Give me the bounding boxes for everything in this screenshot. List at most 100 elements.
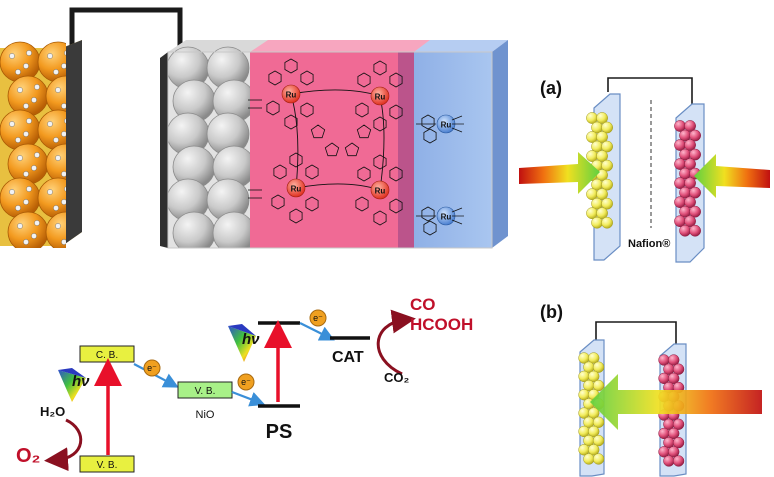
particle [689,186,701,199]
electron-1-label: e⁻ [147,363,157,373]
dopant-dot [55,155,61,161]
dopant-dot [23,171,29,177]
particle [684,120,696,132]
particle [596,150,608,162]
orange-particle [45,211,66,248]
particle [601,216,613,229]
dopant-dot [23,103,29,109]
particle [601,178,613,191]
ru-label: Ru [375,93,386,102]
ru-label: Ru [441,213,452,222]
aromatic-ring [373,116,387,132]
aromatic-ring [305,164,319,180]
yellow-particles-a [586,112,613,229]
dopant-dot [55,87,61,93]
aromatic-ring [357,72,371,88]
dopant-dot [47,189,53,195]
dopant-dot [47,121,53,127]
dopant-dot [53,137,59,143]
oxygen-label: O₂ [16,445,40,467]
particle [592,361,605,373]
particle [601,140,613,153]
particle [588,444,600,456]
dopant-dot [34,152,40,158]
dopant-dot [61,131,66,137]
ru-center [286,178,306,198]
particle [592,379,605,392]
dopant-dot [23,63,29,69]
membrane-label: Nafion® [628,238,670,250]
particle [596,131,608,143]
aromatic-ring [289,208,303,224]
particle [684,215,696,228]
particle [668,372,680,385]
vb-level [79,455,135,473]
ru-label: Ru [286,91,297,100]
aromatic-ring [305,196,319,212]
particle [596,188,608,201]
orange-particle [7,143,49,185]
ru-label: Ru [441,121,452,130]
dye-layer [250,52,414,248]
light-arrow-left-a [519,152,600,194]
aromatic-ring [268,70,282,86]
particle [601,197,613,210]
particle [684,158,696,170]
aromatic-ring [300,70,314,86]
co2-label: CO₂ [384,370,410,385]
dopant-dot [55,223,61,229]
dopant-dot [26,186,32,192]
aromatic-ring [423,128,437,144]
dopant-dot [61,239,66,245]
dopant-dot [26,118,32,124]
panel-a-wire [607,77,693,120]
aromatic-ring [271,194,285,210]
particle [672,363,685,375]
dopant-dot [15,69,21,75]
dopant-dot [9,53,15,59]
nio-particles [168,46,250,248]
particle [588,352,600,364]
dopant-dot [47,53,53,59]
particle [663,455,675,467]
dopant-dot [15,137,21,143]
orange-particle [45,143,66,185]
nio-particle [212,211,250,248]
orange-particles [0,41,66,248]
orange-particle [7,211,49,248]
ru-center [370,86,390,106]
particle [596,112,608,124]
nio-label: NiO [196,409,215,421]
electron-2 [237,373,255,391]
dopant-dot [53,205,59,211]
dopant-dot [61,171,66,177]
particle [679,224,691,237]
nio-vb-label: V. B. [195,386,216,397]
aromatic-ring [266,100,280,116]
photoanode-electrode [0,40,82,248]
vb-label: V. B. [97,460,118,471]
particle [684,177,696,189]
panel-b: (b) [540,302,762,477]
dopant-dot [34,84,40,90]
dopant-dot [15,205,21,211]
dopant-dot [31,233,37,239]
product-hcooh: HCOOH [410,315,473,334]
yellow-particles-b [578,352,605,465]
dopant-dot [23,131,29,137]
dopant-dot [64,186,66,192]
dopant-dot [17,155,23,161]
dopant-dot [61,199,66,205]
cb-label: C. B. [96,350,118,361]
product-co: CO [410,295,436,314]
dopant-dot [61,103,66,109]
hv-label-ps: hν [242,331,260,348]
particle [668,446,680,458]
orange-particle [45,75,66,117]
ps-label: PS [266,421,293,443]
particle [583,453,595,465]
pink-particles-a [674,120,701,237]
electron-1 [143,359,161,377]
heterocycle-ring [356,124,372,139]
